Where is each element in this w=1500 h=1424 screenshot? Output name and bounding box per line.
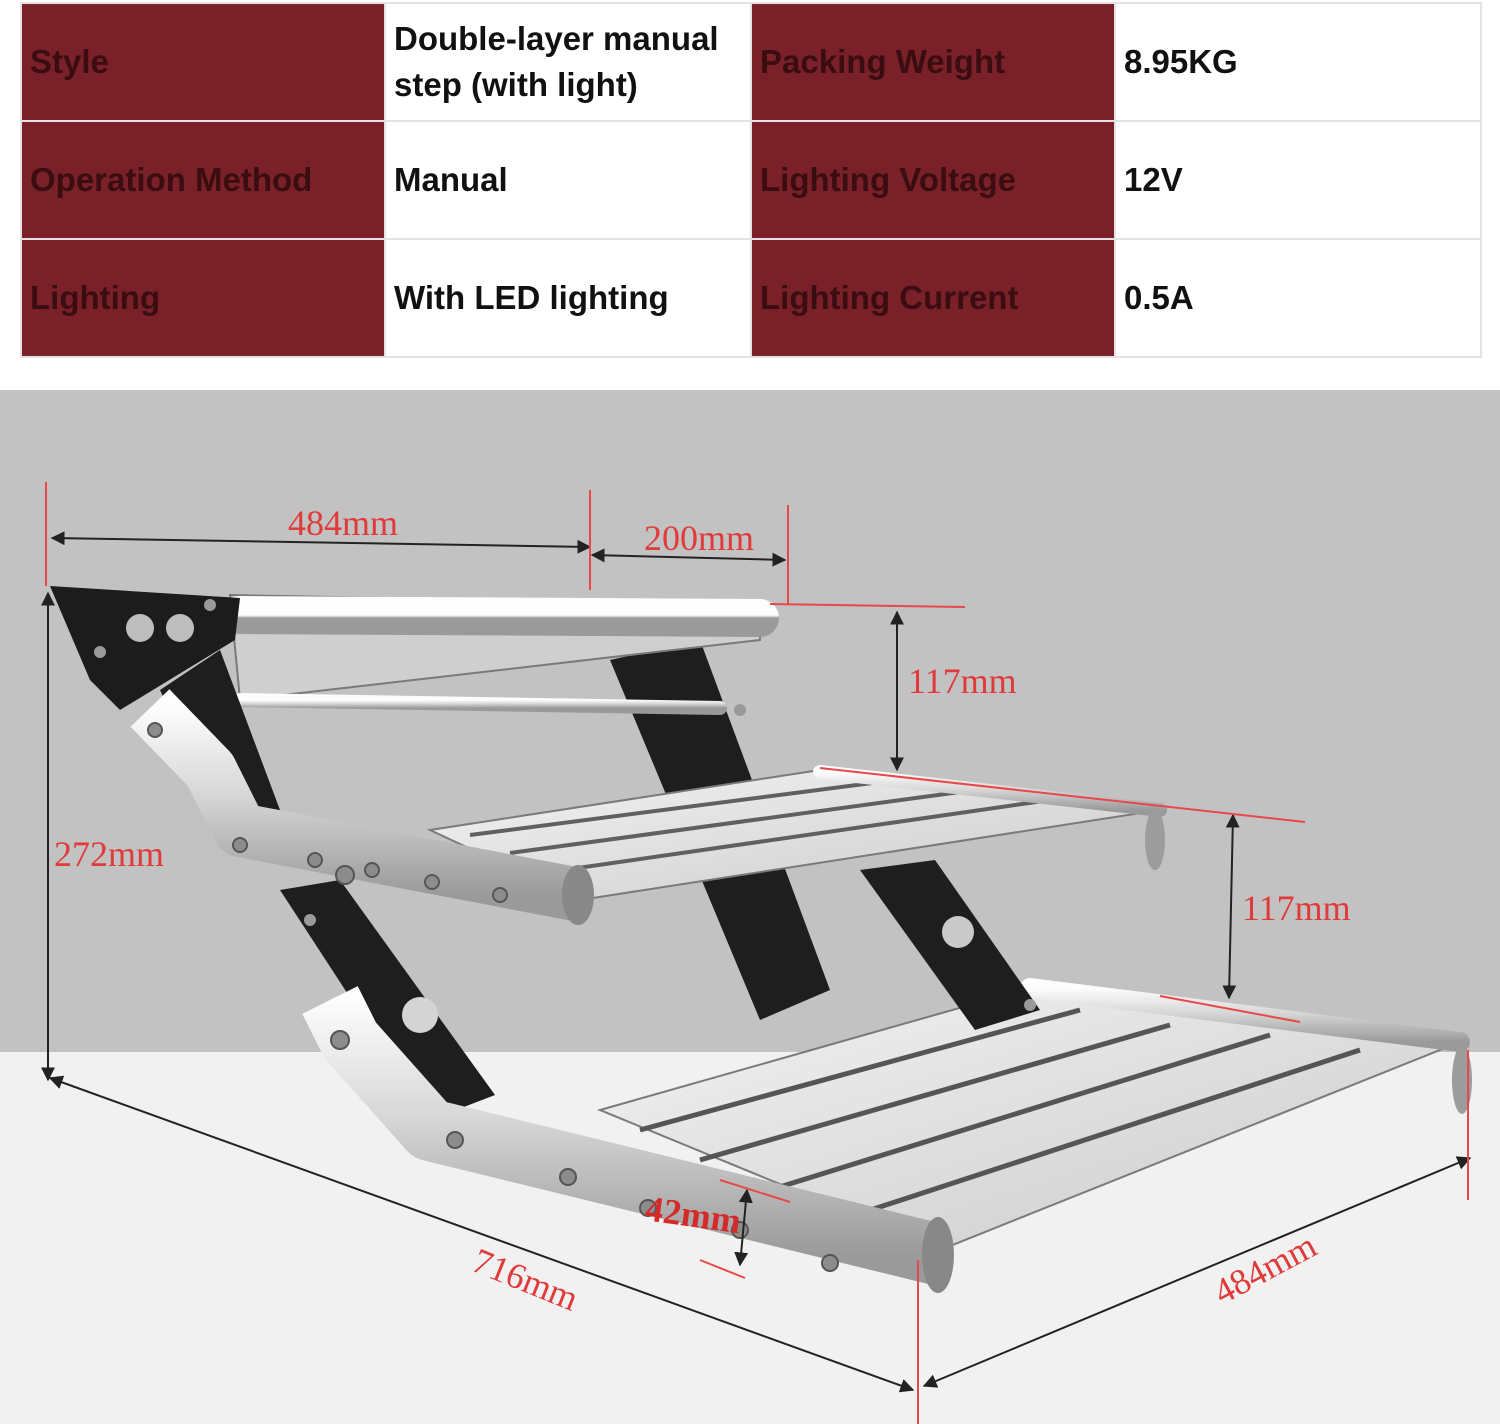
dim-total-height-label: 272mm — [54, 834, 164, 874]
middle-tread — [426, 765, 1167, 902]
spec-value-lighting: With LED lighting — [384, 238, 752, 358]
dim-top-depth-label: 200mm — [644, 518, 754, 558]
spec-value-lighting-voltage: 12V — [1114, 120, 1482, 240]
middle-step-frame — [130, 689, 594, 925]
spec-value-packing-weight: 8.95KG — [1114, 2, 1482, 122]
dim-top-width-label: 484mm — [288, 503, 398, 543]
spec-label-lighting-voltage: Lighting Voltage — [750, 120, 1116, 240]
reference-lines — [45, 482, 1469, 1424]
spec-label-lighting: Lighting — [20, 238, 386, 358]
dimension-lines — [41, 531, 1472, 1393]
spec-table: Style Double-layer manual step (with lig… — [20, 2, 1482, 358]
spec-value-style: Double-layer manual step (with light) — [384, 2, 752, 122]
spec-value-lighting-current: 0.5A — [1114, 238, 1482, 358]
dim-lower-step-height-label: 117mm — [1242, 888, 1351, 928]
spec-label-lighting-current: Lighting Current — [750, 238, 1116, 358]
dim-upper-step-height-label: 117mm — [908, 661, 1017, 701]
spec-label-packing-weight: Packing Weight — [750, 2, 1116, 122]
spec-label-operation-method: Operation Method — [20, 120, 386, 240]
top-mounting-bracket — [50, 586, 240, 710]
middle-frame-bolts — [147, 722, 508, 903]
spec-row: Lighting With LED lighting Lighting Curr… — [20, 238, 1482, 358]
spec-value-operation-method: Manual — [384, 120, 752, 240]
spec-label-style: Style — [20, 2, 386, 122]
spec-row: Operation Method Manual Lighting Voltage… — [20, 120, 1482, 240]
step-dimension-diagram: 484mm 200mm 117mm 117mm 272mm 42mm 716mm… — [0, 390, 1500, 1424]
spec-row: Style Double-layer manual step (with lig… — [20, 2, 1482, 122]
top-step — [221, 593, 779, 715]
